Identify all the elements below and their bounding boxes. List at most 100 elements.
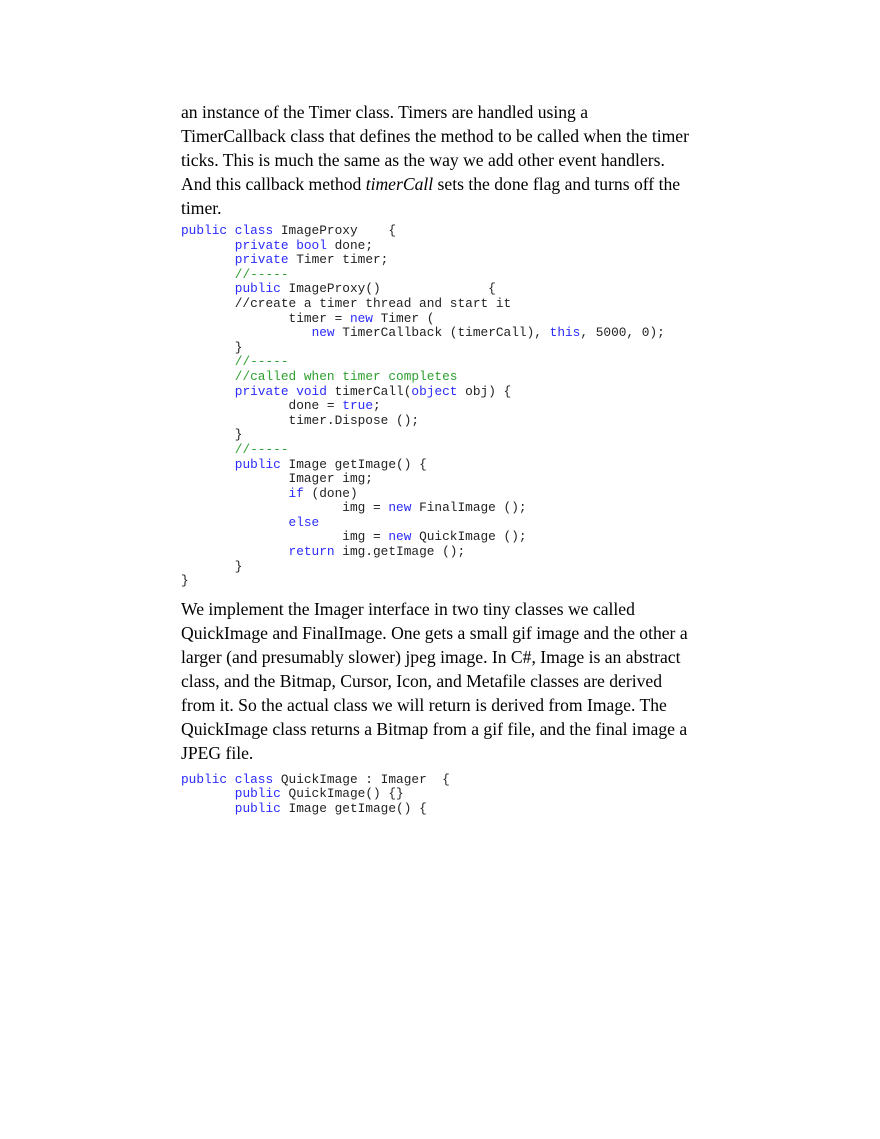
code-line: Imager img; <box>181 471 701 487</box>
code-text <box>181 801 235 816</box>
code-line: public QuickImage() {} <box>181 787 701 802</box>
code-text: timer.Dispose (); <box>181 412 420 428</box>
code-text <box>181 325 312 340</box>
code-keyword: public <box>234 456 281 472</box>
code-keyword: public class <box>181 771 274 787</box>
code-text: img = <box>181 500 389 516</box>
code-text <box>181 252 235 267</box>
code-keyword: private bool <box>234 237 327 253</box>
text-segment: sets the done flag and turns off the tim… <box>181 174 681 218</box>
code-line: //----- <box>181 355 701 370</box>
code-block-image-proxy: public class ImageProxy { private bool d… <box>181 223 701 589</box>
code-line: public Image getImage() { <box>181 456 701 473</box>
code-line: public Image getImage() { <box>181 801 701 817</box>
text-segment: We implement the Imager interface in two… <box>181 598 688 763</box>
code-line: } <box>181 428 701 443</box>
code-text: QuickImage() {} <box>280 786 404 802</box>
code-keyword: private <box>234 252 289 268</box>
code-text <box>181 515 289 530</box>
code-text <box>181 238 235 253</box>
code-text <box>181 354 235 369</box>
code-text: img.getImage (); <box>334 544 466 560</box>
code-text <box>181 267 235 282</box>
code-text: Timer timer; <box>288 252 389 268</box>
code-text <box>181 544 289 559</box>
code-text <box>181 442 235 457</box>
code-text: (done) <box>303 485 358 501</box>
code-block-quick-image: public class QuickImage : Imager { publi… <box>181 771 701 817</box>
code-text <box>181 281 235 296</box>
code-line: public class ImageProxy { <box>181 223 701 239</box>
text-segment: an instance of the Timer class. Timers a… <box>181 102 689 194</box>
italic-term: timerCall <box>365 174 434 194</box>
code-keyword: public class <box>181 223 274 238</box>
code-keyword: private void <box>234 383 327 399</box>
code-line: public ImageProxy() { <box>181 282 701 297</box>
code-line: timer = new Timer ( <box>181 310 701 327</box>
code-line: img = new QuickImage (); <box>181 530 701 545</box>
code-line: } <box>181 339 701 356</box>
code-text: done = <box>181 398 343 414</box>
code-keyword: new <box>311 325 335 341</box>
paragraph-imager-classes: We implement the Imager interface in two… <box>181 597 696 765</box>
code-keyword: if <box>288 485 304 501</box>
code-keyword: return <box>288 544 335 560</box>
code-line: //----- <box>181 441 701 458</box>
code-keyword: public <box>234 786 281 802</box>
code-text <box>181 369 235 384</box>
code-text: FinalImage (); <box>411 500 527 516</box>
code-line: //called when timer completes <box>181 368 701 385</box>
code-comment: //----- <box>234 354 289 370</box>
code-line: done = true; <box>181 398 701 414</box>
code-text: obj) { <box>457 383 512 399</box>
code-keyword: new <box>388 529 412 545</box>
code-line: //----- <box>181 267 701 283</box>
code-text: timer = <box>181 310 350 326</box>
code-line: } <box>181 573 701 589</box>
code-comment: //called when timer completes <box>234 368 458 384</box>
code-keyword: this <box>549 325 581 341</box>
code-text: QuickImage : Imager { <box>273 771 450 787</box>
code-text: //create a timer thread and start it <box>181 295 512 311</box>
code-line: } <box>181 558 701 575</box>
code-line: public class QuickImage : Imager { <box>181 771 701 788</box>
code-text <box>181 457 235 472</box>
code-keyword: object <box>411 383 458 399</box>
code-keyword: new <box>349 310 373 326</box>
code-text: TimerCallback (timerCall), <box>334 325 550 341</box>
code-line: if (done) <box>181 485 701 502</box>
code-text: } <box>181 558 243 574</box>
code-text: ; <box>373 398 381 414</box>
code-text: QuickImage (); <box>411 529 527 545</box>
code-text: Image getImage() { <box>280 801 427 817</box>
code-text <box>181 786 235 801</box>
code-text: done; <box>326 237 373 253</box>
code-text: } <box>181 427 243 443</box>
code-text: img = <box>181 529 389 545</box>
code-text <box>181 384 235 399</box>
code-line: //create a timer thread and start it <box>181 295 701 312</box>
code-line: private Timer timer; <box>181 252 701 268</box>
code-line: private bool done; <box>181 237 701 254</box>
code-line: new TimerCallback (timerCall), this, 500… <box>181 325 701 341</box>
code-text: ImageProxy { <box>273 223 397 238</box>
code-keyword: true <box>342 398 373 414</box>
code-line: else <box>181 514 701 531</box>
code-text: } <box>181 339 243 355</box>
code-keyword: public <box>234 801 281 817</box>
code-text: Imager img; <box>181 471 374 487</box>
code-keyword: public <box>234 281 281 297</box>
code-line: return img.getImage (); <box>181 544 701 560</box>
code-text: Image getImage() { <box>280 456 427 472</box>
code-text: } <box>181 573 189 589</box>
code-text: ImageProxy() { <box>280 281 496 297</box>
code-keyword: new <box>388 500 412 516</box>
code-keyword: else <box>288 514 320 530</box>
code-text: timerCall( <box>326 383 412 399</box>
paragraph-timer-intro: an instance of the Timer class. Timers a… <box>181 100 696 220</box>
code-line: private void timerCall(object obj) { <box>181 383 701 400</box>
code-comment: //----- <box>234 441 289 457</box>
code-text: , 5000, 0); <box>580 325 665 341</box>
code-line: timer.Dispose (); <box>181 412 701 429</box>
code-text <box>181 486 289 501</box>
